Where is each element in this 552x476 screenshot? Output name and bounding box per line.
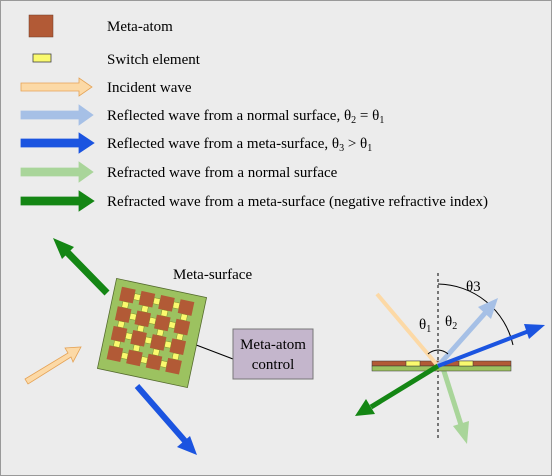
- meta-atom-swatch: [28, 14, 54, 38]
- right-switch-left: [405, 360, 421, 367]
- theta1-label: θ1: [419, 317, 431, 335]
- left-refracted-meta-arrow: [53, 238, 110, 296]
- control-box-line1: Meta-atom: [240, 337, 306, 353]
- theta3-label: θ3: [466, 279, 481, 295]
- switch-element-grid: [113, 293, 188, 368]
- right-switch-right: [458, 360, 474, 367]
- left-reflected-meta-arrow: [134, 384, 197, 455]
- meta-surface-label: Meta-surface: [173, 267, 252, 283]
- right-reflected-normal-arrow: [436, 298, 498, 368]
- legend: Meta-atom Switch element Incident wave R…: [20, 14, 488, 212]
- meta-atom-grid: [106, 286, 195, 375]
- legend-incident-label: Incident wave: [107, 80, 192, 96]
- legend-switch-label: Switch element: [107, 52, 201, 68]
- refracted-meta-arrow-icon: [20, 190, 95, 212]
- right-reflected-meta-arrow: [437, 324, 545, 368]
- refracted-normal-arrow-icon: [20, 161, 94, 183]
- reflected-normal-arrow-icon: [20, 104, 94, 126]
- left-diagram: Meta-surface: [24, 238, 314, 455]
- theta3-arc: [437, 283, 514, 346]
- theta1-arc: [427, 349, 439, 355]
- legend-refracted-meta-label: Refracted wave from a meta-surface (nega…: [107, 194, 488, 210]
- meta-surface-panel: [96, 277, 208, 389]
- right-incident-ray: [375, 292, 440, 368]
- legend-reflected-meta-label: Reflected wave from a meta-surface, θ3 >…: [107, 136, 372, 154]
- right-diagram: θ3 θ1 θ2: [355, 273, 545, 444]
- legend-reflected-normal-label: Reflected wave from a normal surface, θ2…: [107, 108, 384, 126]
- incident-wave-arrow-icon: [20, 77, 93, 97]
- legend-refracted-normal-label: Refracted wave from a normal surface: [107, 165, 338, 181]
- control-connector-line: [190, 342, 234, 360]
- legend-meta-atom-label: Meta-atom: [107, 19, 173, 35]
- reflected-meta-arrow-icon: [20, 132, 95, 154]
- right-refracted-meta-arrow: [355, 363, 440, 416]
- control-box-line2: control: [252, 357, 295, 373]
- right-refracted-normal-arrow: [439, 364, 469, 444]
- left-incident-arrow: [24, 346, 82, 385]
- theta2-label: θ2: [445, 314, 457, 332]
- meta-atom-control-box: [232, 328, 314, 380]
- switch-element-swatch: [32, 53, 52, 63]
- theta2-arc: [437, 349, 449, 355]
